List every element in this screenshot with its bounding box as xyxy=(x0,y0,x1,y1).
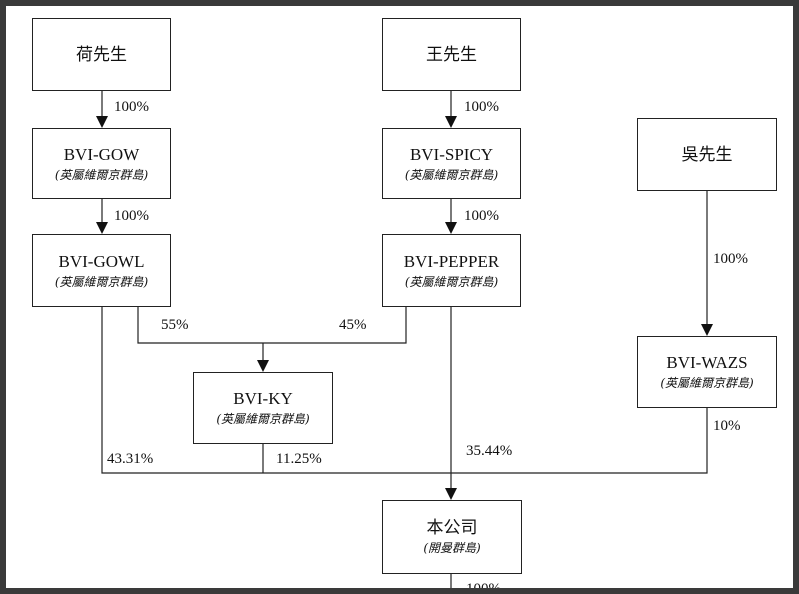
node-bvi-gow: BVI-GOW (英屬維爾京群島) xyxy=(32,128,171,199)
node-bvi-wazs-name: BVI-WAZS xyxy=(666,353,748,372)
node-mr-wu: 吳先生 xyxy=(637,118,777,191)
node-bvi-ky: BVI-KY (英屬維爾京群島) xyxy=(193,372,333,444)
node-bvi-gowl-jurisdiction: (英屬維爾京群島) xyxy=(54,274,149,289)
pct-pepper-to-company: 35.44% xyxy=(466,443,513,459)
node-company-jurisdiction: (開曼群島) xyxy=(423,541,481,555)
node-bvi-ky-jurisdiction: (英屬維爾京群島) xyxy=(216,412,310,426)
node-bvi-spicy-name: BVI-SPICY xyxy=(409,144,494,164)
node-bvi-spicy-jurisdiction: (英屬維爾京群島) xyxy=(404,167,499,182)
node-bvi-pepper: BVI-PEPPER (英屬維爾京群島) xyxy=(382,234,521,307)
pct-wu-to-wazs: 100% xyxy=(713,251,748,267)
pct-spicy-to-pepper: 100% xyxy=(464,208,499,224)
node-mr-wang-name: 王先生 xyxy=(426,44,477,65)
pct-wang-to-spicy: 100% xyxy=(464,99,499,115)
pct-gow-to-gowl: 100% xyxy=(114,208,149,224)
node-mr-wu-name: 吳先生 xyxy=(681,144,733,165)
node-company-name: 本公司 xyxy=(426,518,478,538)
node-bvi-ky-name: BVI-KY xyxy=(233,389,293,408)
pct-pepper-to-ky: 45% xyxy=(339,317,367,333)
pct-he-to-gow: 100% xyxy=(114,99,149,115)
node-bvi-gow-jurisdiction: (英屬維爾京群島) xyxy=(54,167,149,182)
node-mr-wang: 王先生 xyxy=(382,18,521,91)
node-bvi-wazs: BVI-WAZS (英屬維爾京群島) xyxy=(637,336,777,408)
node-bvi-spicy: BVI-SPICY (英屬維爾京群島) xyxy=(382,128,521,199)
node-bvi-gowl: BVI-GOWL (英屬維爾京群島) xyxy=(32,234,171,307)
node-bvi-wazs-jurisdiction: (英屬維爾京群島) xyxy=(660,376,754,390)
pct-gowl-to-ky: 55% xyxy=(161,317,189,333)
pct-gowl-to-company: 43.31% xyxy=(107,451,154,467)
pct-company-down: 100% xyxy=(466,581,501,594)
node-mr-he-name: 荷先生 xyxy=(76,44,127,65)
pct-ky-to-company: 11.25% xyxy=(276,451,322,467)
node-bvi-pepper-jurisdiction: (英屬維爾京群島) xyxy=(404,274,499,289)
node-bvi-gowl-name: BVI-GOWL xyxy=(58,251,145,271)
node-mr-he: 荷先生 xyxy=(32,18,171,91)
node-bvi-gow-name: BVI-GOW xyxy=(63,144,140,164)
pct-wazs-to-company: 10% xyxy=(713,418,741,434)
node-bvi-pepper-name: BVI-PEPPER xyxy=(403,251,500,271)
connector-lines xyxy=(96,91,713,588)
node-company: 本公司 (開曼群島) xyxy=(382,500,522,574)
